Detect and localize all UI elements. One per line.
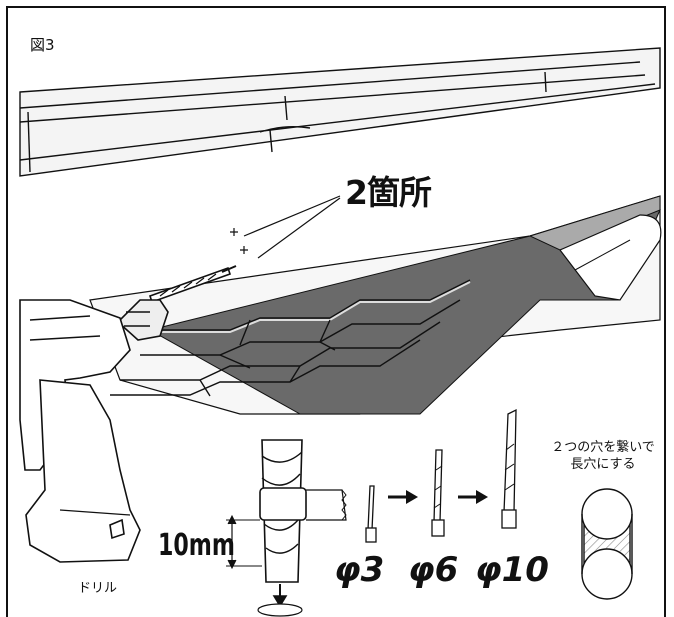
bit-6mm — [431, 449, 445, 537]
figure-frame — [6, 6, 666, 617]
drill-label: ドリル — [78, 581, 118, 596]
bit-detail — [226, 439, 347, 617]
top-trim-strip — [19, 47, 661, 177]
depth-label: 10mm — [158, 528, 235, 563]
bit-3mm — [365, 485, 377, 543]
instruction-line-1: ２つの穴を繋いで — [551, 440, 655, 455]
bit-label-10: φ10 — [475, 550, 549, 590]
instruction-note: ２つの穴を繋いで 長穴にする — [548, 439, 658, 473]
arrow-1 — [388, 490, 418, 504]
figure-label: 図3 — [30, 36, 55, 54]
drill-illustration — [19, 265, 237, 563]
bit-label-3: φ3 — [334, 550, 385, 590]
location-callout: 2箇所 — [345, 173, 432, 212]
hole-marks — [230, 228, 248, 254]
instruction-line-2: 長穴にする — [570, 457, 636, 472]
arrow-2 — [458, 490, 488, 504]
bit-10mm — [501, 408, 517, 529]
callout-leaders — [243, 195, 341, 259]
grille-panel — [89, 195, 662, 415]
bit-label-6: φ6 — [408, 550, 459, 590]
slot-illustration — [581, 488, 633, 600]
